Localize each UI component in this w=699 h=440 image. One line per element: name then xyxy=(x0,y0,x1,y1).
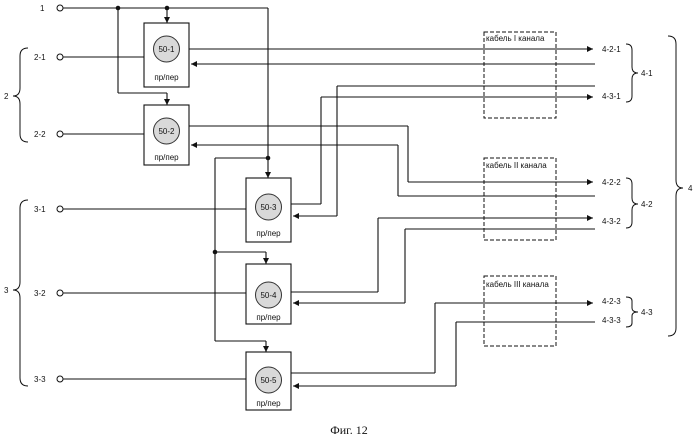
svg-text:2-2: 2-2 xyxy=(34,130,46,139)
svg-text:пр/пер: пр/пер xyxy=(256,399,281,408)
output-label-4-3-3: 4-3-3 xyxy=(602,316,621,325)
output-label-4-2-1: 4-2-1 xyxy=(602,45,621,54)
input-terminal-3-1: 3-1 xyxy=(34,205,63,214)
cable-label-1: кабель I канала xyxy=(486,34,545,43)
block-50-5: 50-5 пр/пер xyxy=(246,352,291,410)
svg-text:3: 3 xyxy=(4,286,9,295)
brace-group-2: 2 xyxy=(4,48,28,142)
svg-text:2: 2 xyxy=(4,92,9,101)
svg-text:50-3: 50-3 xyxy=(260,203,277,212)
brace-4-3: 4-3 xyxy=(626,297,653,327)
output-label-4-3-2: 4-3-2 xyxy=(602,217,621,226)
svg-text:2-1: 2-1 xyxy=(34,53,46,62)
svg-text:3-3: 3-3 xyxy=(34,375,46,384)
junction-dot xyxy=(266,156,271,161)
svg-text:50-4: 50-4 xyxy=(260,291,277,300)
input-terminal-2-2: 2-2 xyxy=(34,130,63,139)
input-terminal-3-2: 3-2 xyxy=(34,289,63,298)
input-terminal-2-1: 2-1 xyxy=(34,53,63,62)
svg-text:3-2: 3-2 xyxy=(34,289,46,298)
svg-text:50-2: 50-2 xyxy=(158,127,175,136)
svg-text:пр/пер: пр/пер xyxy=(256,229,281,238)
block-50-2: 50-2 пр/пер xyxy=(144,105,189,165)
brace-4-2: 4-2 xyxy=(626,178,653,228)
svg-text:пр/пер: пр/пер xyxy=(154,153,179,162)
svg-text:3-1: 3-1 xyxy=(34,205,46,214)
output-label-4-3-1: 4-3-1 xyxy=(602,92,621,101)
block-50-4: 50-4 пр/пер xyxy=(246,264,291,324)
junction-dot xyxy=(213,250,218,255)
output-label-4-2-2: 4-2-2 xyxy=(602,178,621,187)
svg-text:50-1: 50-1 xyxy=(158,45,175,54)
block-50-1: 50-1 пр/пер xyxy=(144,23,189,87)
svg-text:4: 4 xyxy=(688,184,693,193)
svg-text:пр/пер: пр/пер xyxy=(154,73,179,82)
brace-group-4: 4 xyxy=(668,36,693,336)
svg-text:1: 1 xyxy=(40,4,45,13)
svg-text:4-3: 4-3 xyxy=(641,308,653,317)
brace-4-1: 4-1 xyxy=(626,44,653,102)
cable-label-2: кабель II канала xyxy=(486,161,547,170)
input-terminal-1: 1 xyxy=(40,4,63,13)
cable-label-3: кабель III канала xyxy=(486,280,549,289)
junction-dot xyxy=(116,6,121,11)
input-terminal-3-3: 3-3 xyxy=(34,375,63,384)
svg-text:50-5: 50-5 xyxy=(260,376,277,385)
svg-text:пр/пер: пр/пер xyxy=(256,313,281,322)
svg-text:4-1: 4-1 xyxy=(641,69,653,78)
cable-box-1 xyxy=(484,32,556,118)
svg-text:4-2: 4-2 xyxy=(641,200,653,209)
cable-box-2 xyxy=(484,158,556,240)
figure-caption: Фиг. 12 xyxy=(330,423,367,437)
junction-dot xyxy=(165,6,170,11)
block-50-3: 50-3 пр/пер xyxy=(246,178,291,242)
output-label-4-2-3: 4-2-3 xyxy=(602,297,621,306)
brace-group-3: 3 xyxy=(4,200,28,386)
